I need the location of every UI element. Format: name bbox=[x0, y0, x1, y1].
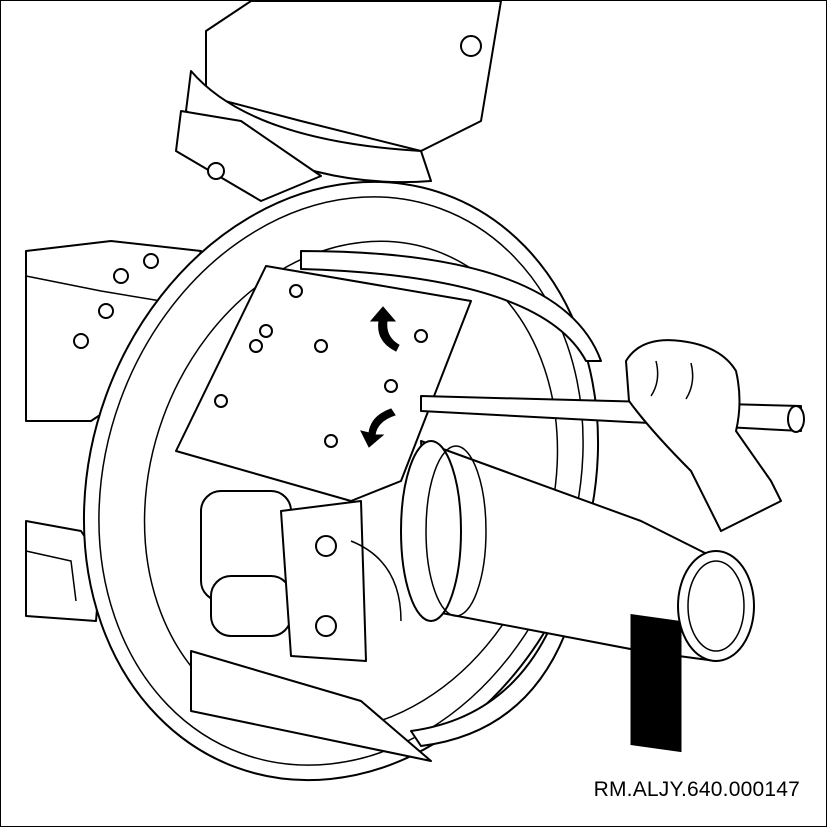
figure-reference-code: RM.ALJY.640.000147 bbox=[593, 778, 800, 801]
hand bbox=[625, 339, 782, 532]
axle-spindle bbox=[400, 440, 755, 753]
brake-shoe-ring bbox=[190, 250, 602, 762]
upper-brake-shoe bbox=[175, 265, 472, 502]
curved-arrow-icon bbox=[360, 306, 400, 448]
cam-mechanism bbox=[200, 490, 402, 662]
brake-chamber bbox=[175, 1, 502, 202]
